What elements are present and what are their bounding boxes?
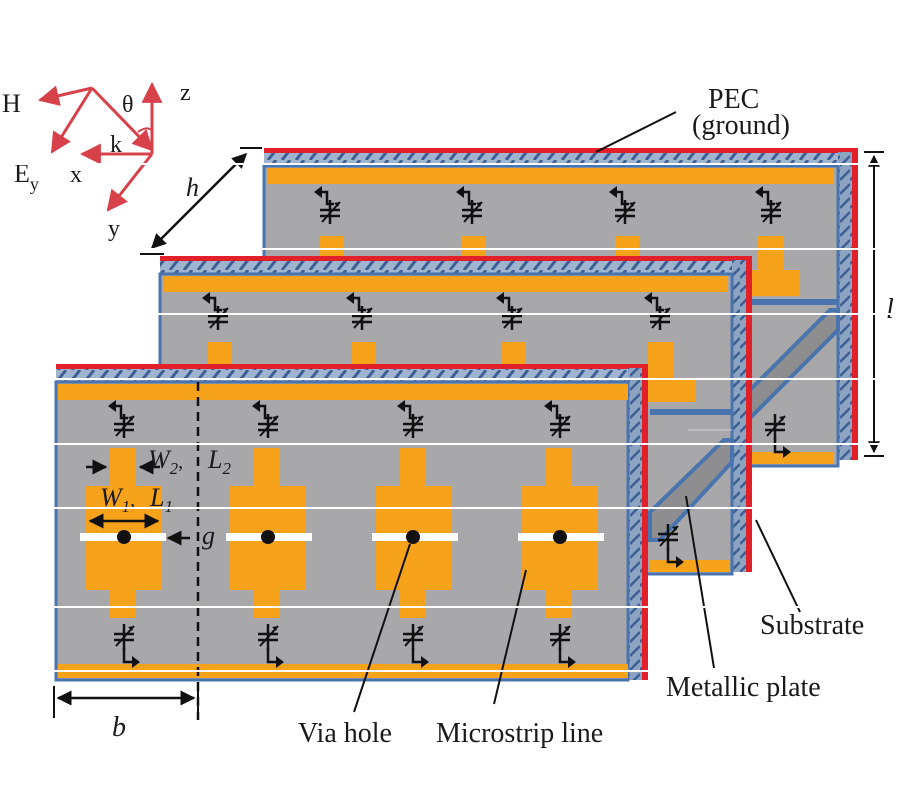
label-theta: θ bbox=[122, 92, 134, 118]
scan-artifact bbox=[0, 606, 900, 608]
label-H: H bbox=[2, 89, 21, 118]
substrate-leader bbox=[755, 519, 801, 613]
label-k: k bbox=[110, 132, 122, 158]
front-unit-cell-2 bbox=[226, 398, 312, 670]
callout-via-hole: Via hole bbox=[298, 718, 392, 749]
svg-text:L1: L1 bbox=[149, 483, 173, 516]
front-unit-cell-3 bbox=[372, 398, 458, 670]
pec-leader bbox=[595, 111, 677, 153]
label-g: g bbox=[202, 521, 215, 550]
label-l: l bbox=[886, 294, 894, 325]
scan-artifact bbox=[0, 313, 900, 315]
scan-artifact bbox=[0, 507, 900, 509]
scan-artifact bbox=[0, 670, 900, 672]
dim-l bbox=[864, 151, 884, 457]
svg-text:L2: L2 bbox=[207, 445, 231, 478]
label-y: y bbox=[108, 216, 120, 242]
svg-text:W2,: W2, bbox=[148, 445, 183, 478]
label-L2: L bbox=[207, 445, 222, 474]
callout-pec: PEC bbox=[708, 84, 759, 115]
front-layer bbox=[54, 364, 648, 720]
label-z: z bbox=[180, 80, 191, 106]
via-hole bbox=[406, 530, 420, 544]
via-hole-leader bbox=[353, 543, 411, 713]
label-W2: W bbox=[148, 445, 172, 474]
microstrip-leader bbox=[493, 569, 527, 705]
scan-artifact bbox=[0, 378, 900, 380]
label-b: b bbox=[112, 712, 126, 743]
svg-text:Ey: Ey bbox=[14, 159, 39, 194]
front-unit-cell-1 bbox=[80, 398, 166, 670]
scan-artifact bbox=[0, 248, 900, 250]
callout-microstrip-line: Microstrip line bbox=[436, 718, 603, 749]
callout-substrate: Substrate bbox=[760, 610, 864, 641]
via-hole bbox=[553, 530, 567, 544]
metallic-plate-leader bbox=[685, 495, 715, 669]
callout-ground: (ground) bbox=[692, 110, 790, 141]
via-hole bbox=[117, 530, 131, 544]
coordinate-axes bbox=[37, 81, 163, 212]
front-unit-cell-4 bbox=[518, 398, 604, 670]
label-L1: L bbox=[149, 483, 164, 512]
scan-artifact bbox=[0, 443, 900, 445]
callout-metallic-plate: Metallic plate bbox=[666, 672, 821, 703]
scan-artifact bbox=[0, 163, 900, 165]
label-h: h bbox=[186, 173, 199, 202]
dim-b bbox=[53, 686, 199, 718]
label-x: x bbox=[70, 162, 82, 188]
dim-h bbox=[140, 147, 262, 255]
via-hole bbox=[261, 530, 275, 544]
label-E: E bbox=[14, 159, 30, 188]
